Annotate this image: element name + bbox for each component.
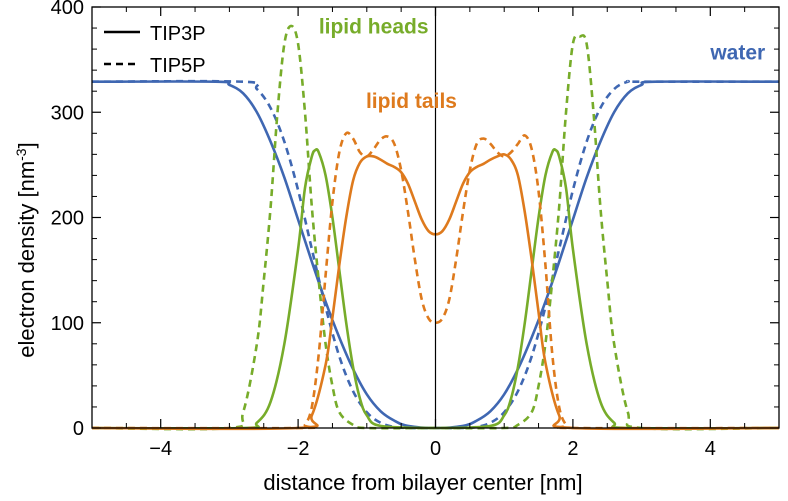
x-tick-label: −2 [287, 438, 310, 460]
y-tick-label: 0 [73, 418, 84, 440]
x-tick-label: 2 [567, 438, 578, 460]
y-axis-title: electron density [nm-3] [13, 142, 39, 357]
y-axis-title-main: electron density [nm [14, 161, 39, 358]
x-tick-label: 0 [430, 438, 441, 460]
y-tick-label: 400 [51, 0, 84, 19]
legend-label-tip5p: TIP5P [150, 55, 206, 77]
annotation-water: water [709, 42, 765, 65]
y-tick-label: 300 [51, 102, 84, 124]
annotation-lipid-heads: lipid heads [319, 15, 429, 38]
annotation-lipid-tails: lipid tails [366, 90, 457, 113]
x-tick-label: 4 [705, 438, 716, 460]
legend-label-tip3p: TIP3P [150, 23, 206, 45]
x-tick-label: −4 [149, 438, 172, 460]
y-tick-label: 200 [51, 208, 84, 230]
series-line-tails-dashed [91, 131, 780, 430]
x-axis-title: distance from bilayer center [nm] [263, 470, 582, 495]
y-axis-title-sup: -3 [13, 148, 29, 161]
tick-layer: −4 −2 0 2 4 0 100 200 300 400 [51, 0, 780, 460]
legend: TIP3P TIP5P [104, 23, 206, 77]
y-tick-label: 100 [51, 313, 84, 335]
y-axis-title-close: ] [14, 142, 39, 148]
